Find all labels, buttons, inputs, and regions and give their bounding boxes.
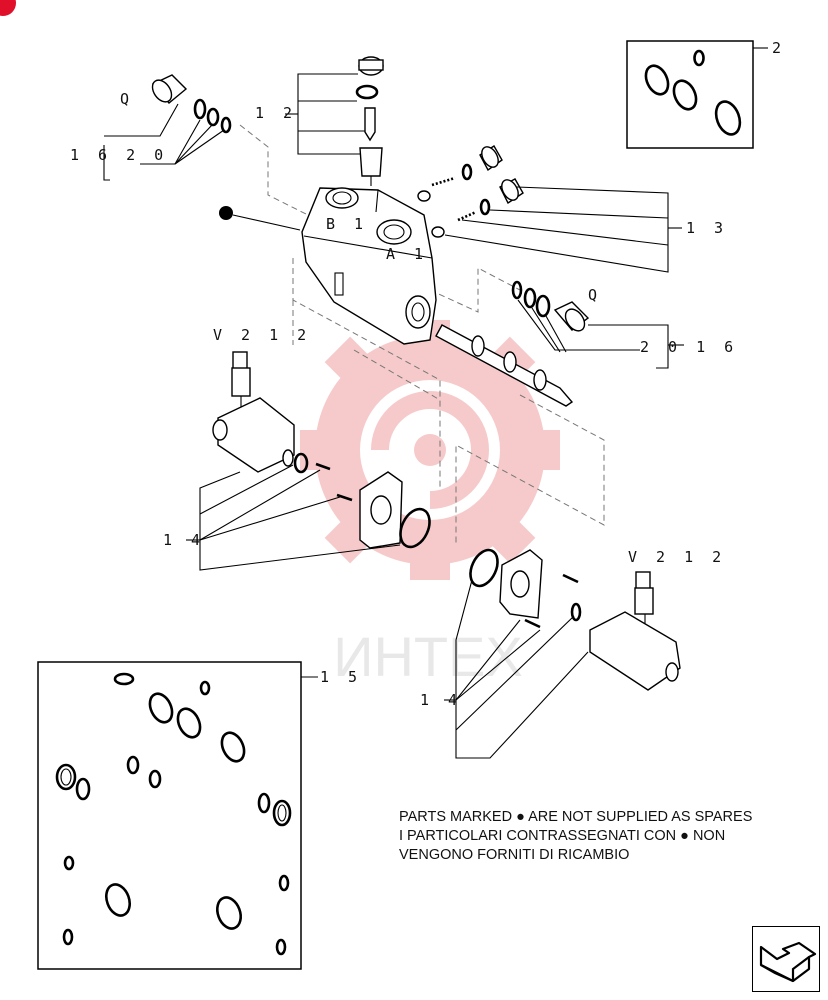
leader-12 xyxy=(285,73,365,155)
ref-20-16-right-label: 2 0 1 6 xyxy=(640,338,738,356)
note-line-3: VENGONO FORNITI DI RICAMBIO xyxy=(399,847,630,863)
ref-15-label: 1 5 xyxy=(320,668,362,686)
next-page-arrow-icon xyxy=(759,941,817,983)
valve-body xyxy=(301,187,437,345)
item-13-parts xyxy=(417,145,524,238)
q-left-label: Q xyxy=(120,90,134,108)
seal-kit-box-2 xyxy=(626,40,768,149)
plate-right xyxy=(469,548,579,629)
not-supplied-dot xyxy=(219,206,233,220)
note-line-2: I PARTICOLARI CONTRASSEGNATI CON ● NON xyxy=(399,828,726,844)
plate-left xyxy=(359,471,431,549)
v212-left-label: V 2 1 2 xyxy=(213,326,311,344)
plug-q-right xyxy=(511,280,590,332)
next-page-button[interactable] xyxy=(752,926,820,992)
plug-q-left xyxy=(151,74,232,134)
item-12-parts xyxy=(355,56,384,186)
leader-14-right xyxy=(444,579,589,759)
seal-kit-box-15 xyxy=(37,661,318,970)
solenoid-left xyxy=(212,351,353,502)
ref-13-label: 1 3 xyxy=(686,219,728,237)
ref-14-right-label: 1 4 xyxy=(420,691,462,709)
assembly-guide-lines xyxy=(239,124,605,545)
leader-16-20-left xyxy=(103,103,225,181)
corner-badge xyxy=(0,0,16,16)
leader-13 xyxy=(444,186,682,273)
q-right-label: Q xyxy=(588,286,602,304)
leader-14-left xyxy=(186,464,401,571)
v212-right-label: V 2 1 2 xyxy=(628,548,726,566)
port-b1-label: B 1 xyxy=(326,215,368,233)
parts-note: PARTS MARKED ● ARE NOT SUPPLIED AS SPARE… xyxy=(399,808,819,865)
not-supplied-leader xyxy=(232,214,301,231)
ref-16-20-left-label: 1 6 2 0 xyxy=(70,146,168,164)
solenoid-right xyxy=(570,571,681,691)
spool xyxy=(435,324,574,407)
ref-12-label: 1 2 xyxy=(255,104,297,122)
ref-2-label: 2 xyxy=(772,39,786,57)
note-line-1: PARTS MARKED ● ARE NOT SUPPLIED AS SPARE… xyxy=(399,809,753,825)
port-a1-label: A 1 xyxy=(386,245,428,263)
ref-14-left-label: 1 4 xyxy=(163,531,205,549)
leader-20-16-right xyxy=(517,299,684,369)
